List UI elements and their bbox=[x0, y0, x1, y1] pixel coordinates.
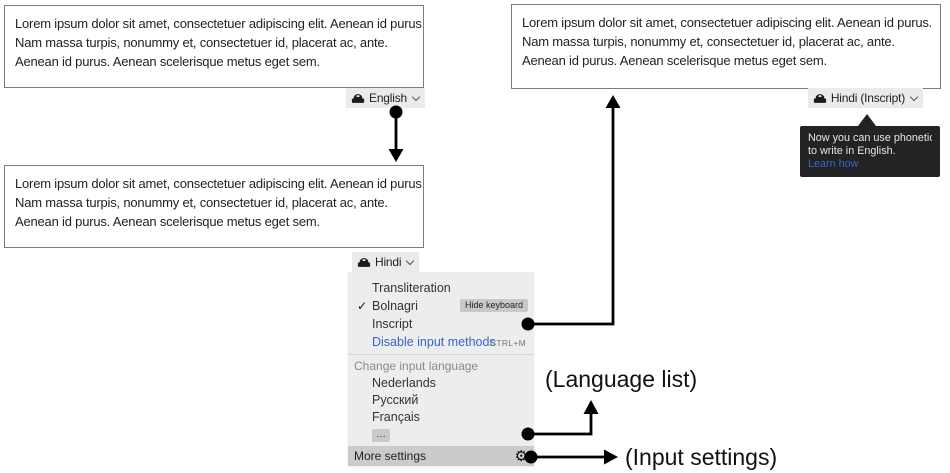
keyboard-icon bbox=[351, 93, 365, 103]
phonetics-tooltip: Now you can use phonetics to write in En… bbox=[800, 114, 940, 177]
check-icon: ✓ bbox=[356, 299, 368, 313]
more-settings-label: More settings bbox=[354, 449, 427, 463]
language-item-french[interactable]: Français bbox=[348, 409, 534, 426]
menu-item-label: Transliteration bbox=[372, 281, 451, 295]
text-line: Aenean id purus. Aenean scelerisque metu… bbox=[15, 214, 320, 229]
text-area-hindi-inscript[interactable]: Lorem ipsum dolor sit amet, consectetuer… bbox=[511, 4, 941, 89]
language-item-nederlands[interactable]: Nederlands bbox=[348, 375, 534, 392]
keyboard-icon bbox=[357, 257, 371, 267]
menu-item-label: Disable input methods bbox=[372, 335, 496, 349]
text-line: Nam massa turpis, nonummy et, consectetu… bbox=[15, 195, 388, 210]
language-selector-hindi[interactable]: Hindi bbox=[352, 252, 420, 272]
hide-keyboard-button[interactable]: Hide keyboard bbox=[459, 299, 528, 312]
text-line: Aenean id purus. Aenean scelerisque metu… bbox=[522, 53, 827, 68]
text-area-english[interactable]: Lorem ipsum dolor sit amet, consectetuer… bbox=[4, 5, 424, 88]
shortcut-hint: CTRL+M bbox=[489, 338, 526, 348]
annotation-language-list: (Language list) bbox=[545, 366, 698, 392]
gear-icon: ⚙ bbox=[514, 446, 528, 465]
language-label: Nederlands bbox=[372, 376, 436, 390]
disable-input-methods-link[interactable]: Disable input methods CTRL+M bbox=[348, 333, 534, 351]
menu-item-transliteration[interactable]: Transliteration bbox=[348, 279, 534, 297]
more-languages-button[interactable]: … bbox=[372, 429, 390, 442]
language-label: Français bbox=[372, 410, 420, 424]
menu-item-label: Inscript bbox=[372, 317, 413, 331]
selector-label: Hindi (Inscript) bbox=[830, 91, 905, 105]
language-label: Русский bbox=[372, 393, 419, 407]
text-line: Lorem ipsum dolor sit amet, consectetuer… bbox=[522, 15, 933, 30]
menu-item-bolnagri[interactable]: ✓ Bolnagri Hide keyboard bbox=[348, 297, 534, 315]
text-line: Aenean id purus. Aenean scelerisque metu… bbox=[15, 54, 320, 69]
input-method-list: Transliteration ✓ Bolnagri Hide keyboard… bbox=[348, 272, 534, 351]
text-line: Nam massa turpis, nonummy et, consectetu… bbox=[522, 34, 895, 49]
change-input-language-header: Change input language bbox=[354, 359, 479, 373]
language-selector-hindi-inscript[interactable]: Hindi (Inscript) bbox=[807, 88, 923, 108]
text-line: Lorem ipsum dolor sit amet, consectetuer… bbox=[15, 176, 424, 191]
tooltip-text: Now you can use phonetics bbox=[808, 132, 932, 144]
chevron-down-icon bbox=[411, 92, 421, 101]
menu-item-inscript[interactable]: Inscript bbox=[348, 315, 534, 333]
menu-divider bbox=[348, 354, 534, 355]
text-line: Lorem ipsum dolor sit amet, consectetuer… bbox=[15, 16, 424, 31]
keyboard-icon bbox=[813, 93, 826, 103]
ime-menu: Transliteration ✓ Bolnagri Hide keyboard… bbox=[348, 272, 534, 466]
more-settings-row[interactable]: More settings ⚙ bbox=[348, 446, 534, 466]
text-line: Nam massa turpis, nonummy et, consectetu… bbox=[15, 35, 388, 50]
selector-label: English bbox=[369, 91, 407, 105]
language-selector-english[interactable]: English bbox=[346, 88, 425, 108]
selector-label: Hindi bbox=[375, 255, 402, 269]
chevron-down-icon bbox=[909, 92, 919, 101]
text-area-hindi[interactable]: Lorem ipsum dolor sit amet, consectetuer… bbox=[4, 165, 424, 248]
learn-how-link[interactable]: Learn how bbox=[808, 158, 859, 170]
annotation-input-settings: (Input settings) bbox=[625, 444, 778, 470]
tooltip-pointer-icon bbox=[858, 114, 876, 126]
chevron-down-icon bbox=[406, 256, 415, 265]
language-item-russian[interactable]: Русский bbox=[348, 392, 534, 409]
menu-item-label: Bolnagri bbox=[372, 299, 418, 313]
tooltip-text: to write in English. bbox=[808, 145, 896, 157]
